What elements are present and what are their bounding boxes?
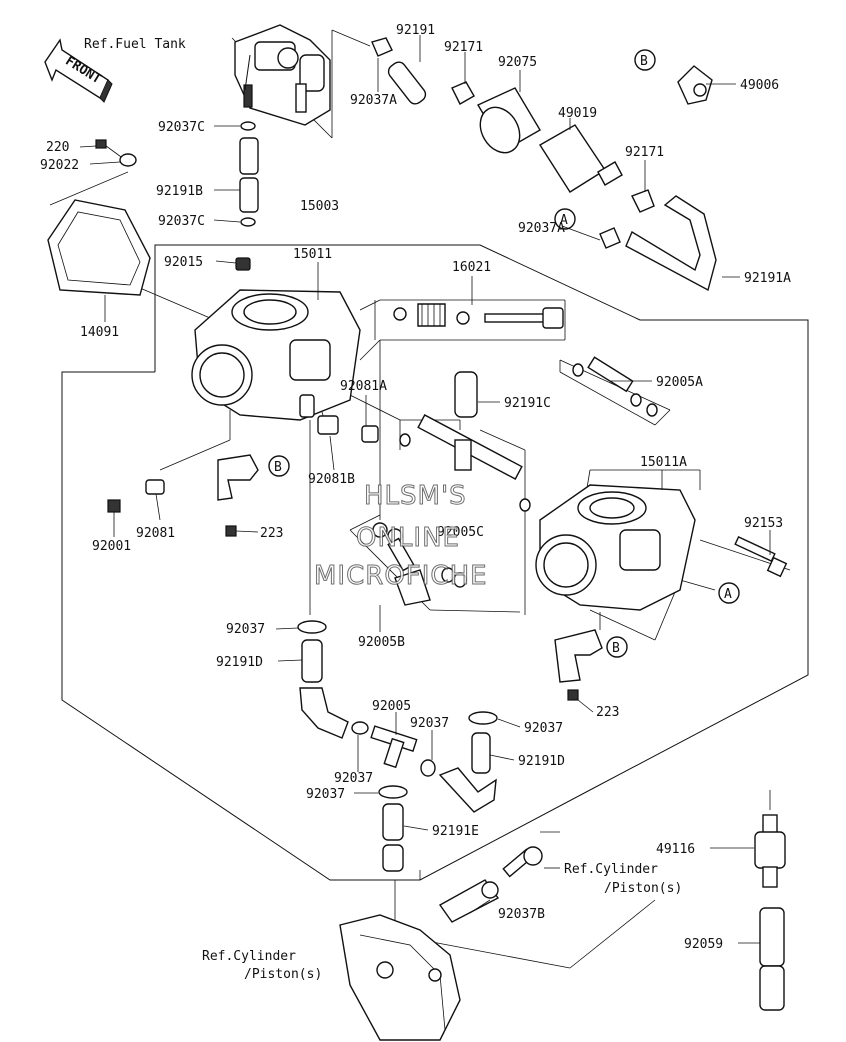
label-92075: 92075 [498, 55, 537, 70]
label-ref-fuel-tank: Ref.Fuel Tank [84, 37, 186, 52]
left-small-parts [47, 121, 259, 296]
fuel-petcock [234, 24, 331, 126]
label-92059: 92059 [684, 937, 723, 952]
label-92037a-b: 92037A [518, 221, 565, 236]
label-15003: 15003 [300, 199, 339, 214]
bracket-left [217, 454, 259, 537]
cylinder-reference [339, 914, 461, 1041]
label-15011: 15011 [293, 247, 332, 262]
label-92037c-b: 92037C [158, 214, 205, 229]
callout-a-right: A [718, 582, 740, 604]
callout-a-top: A [554, 208, 576, 230]
bracket-right [554, 629, 603, 701]
label-49019: 49019 [558, 106, 597, 121]
label-92005: 92005 [372, 699, 411, 714]
label-92022: 92022 [40, 158, 79, 173]
svg-text:B: B [640, 54, 648, 69]
springs [107, 415, 379, 513]
label-piston-left: /Piston(s) [244, 967, 322, 982]
callout-b-top: B [634, 49, 656, 71]
fuel-line-parts [371, 37, 717, 292]
label-92191c: 92191C [504, 396, 551, 411]
label-92171-b: 92171 [625, 145, 664, 160]
callout-b-right: B [606, 636, 628, 658]
label-92037-right: 92037 [524, 721, 563, 736]
label-92081b: 92081B [308, 472, 355, 487]
carburetor-right [535, 484, 696, 611]
lower-hoses [297, 620, 543, 923]
label-92191d-left: 92191D [216, 655, 263, 670]
label-92001: 92001 [92, 539, 131, 554]
watermark-line-2: ONLINE [356, 523, 460, 553]
label-piston-right: /Piston(s) [604, 881, 682, 896]
o-ring-assembly-92005c [372, 522, 467, 606]
label-92005c: 92005C [437, 525, 484, 540]
label-92037-lower: 92037 [334, 771, 373, 786]
label-ref-cylinder-left: Ref.Cylinder [202, 949, 296, 964]
label-14091: 14091 [80, 325, 119, 340]
hose-92191c [399, 371, 531, 512]
label-92191b: 92191B [156, 184, 203, 199]
svg-text:B: B [274, 460, 282, 475]
label-92037-left: 92037 [226, 622, 265, 637]
label-223: 223 [260, 526, 283, 541]
label-92153: 92153 [744, 516, 783, 531]
label-15011a: 15011A [640, 455, 687, 470]
label-16021: 16021 [452, 260, 491, 275]
carburetor-left [191, 289, 361, 421]
svg-text:A: A [724, 587, 732, 602]
leader-lines [79, 35, 771, 944]
label-92191d-right: 92191D [518, 754, 565, 769]
label-92191a: 92191A [744, 271, 791, 286]
jet-assembly-16021 [393, 303, 564, 329]
bolt-92153 [734, 535, 788, 578]
watermark-line-3: MICROFICHE [314, 561, 488, 591]
label-92037a: 92037A [350, 93, 397, 108]
callout-b-left: B [268, 455, 290, 477]
right-lower-parts [754, 814, 786, 1011]
svg-text:B: B [612, 641, 620, 656]
label-49116: 49116 [656, 842, 695, 857]
svg-text:A: A [560, 213, 568, 228]
label-92005b: 92005B [358, 635, 405, 650]
label-92191e: 92191E [432, 824, 479, 839]
watermark: HLSM'S ONLINE MICROFICHE [314, 481, 488, 592]
o-ring-assembly-92005a [572, 356, 658, 417]
label-49006: 49006 [740, 78, 779, 93]
label-220: 220 [46, 140, 69, 155]
label-92191: 92191 [396, 23, 435, 38]
label-92171: 92171 [444, 40, 483, 55]
label-92005a: 92005A [656, 375, 703, 390]
label-ref-cylinder-right: Ref.Cylinder [564, 862, 658, 877]
label-92081: 92081 [136, 526, 175, 541]
label-92037-lowleft: 92037 [306, 787, 345, 802]
label-92037-mid: 92037 [410, 716, 449, 731]
label-92015: 92015 [164, 255, 203, 270]
label-92037b: 92037B [498, 907, 545, 922]
label-92037c: 92037C [158, 120, 205, 135]
watermark-line-1: HLSM'S [364, 481, 467, 511]
label-92081a: 92081A [340, 379, 387, 394]
label-223-right: 223 [596, 705, 619, 720]
part-labels: Ref.Fuel Tank 92191 92171 92075 92037A 4… [40, 23, 791, 982]
